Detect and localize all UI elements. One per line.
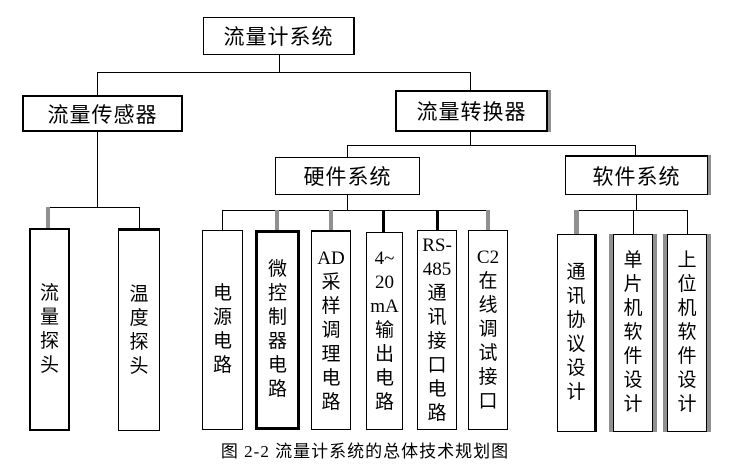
connector bbox=[275, 210, 279, 230]
node-label: 硬件系统 bbox=[303, 165, 392, 189]
node-mcu-circuit: 微 控 制 器 电 路 bbox=[255, 230, 300, 430]
node-flow-probe: 流 量 探 头 bbox=[29, 228, 70, 431]
connector bbox=[347, 145, 348, 157]
connector bbox=[470, 132, 471, 145]
node-flow-meter-system: 流量计系统 bbox=[203, 17, 355, 55]
node-label: 单 片 机 软 件 设 计 bbox=[623, 250, 643, 415]
node-c2-debug-interface: C2 在 线 调 试 接 口 bbox=[468, 230, 508, 430]
connector bbox=[329, 210, 333, 230]
node-label: 流量转换器 bbox=[416, 100, 527, 124]
connector bbox=[97, 132, 98, 207]
connector bbox=[382, 210, 385, 232]
node-temperature-probe: 温 度 探 头 bbox=[118, 228, 160, 431]
connector bbox=[97, 72, 471, 73]
node-label: 流量传感器 bbox=[47, 102, 158, 127]
node-label: 通 讯 协 议 设 计 bbox=[566, 262, 586, 403]
node-comm-protocol-design: 通 讯 协 议 设 计 bbox=[557, 234, 597, 432]
connector bbox=[279, 55, 280, 72]
node-label: AD 采 样 调 理 电 路 bbox=[317, 247, 345, 413]
connector bbox=[347, 195, 348, 210]
connector bbox=[46, 207, 140, 208]
connector bbox=[470, 72, 471, 90]
connector bbox=[486, 210, 490, 230]
connector bbox=[436, 210, 439, 230]
node-4-20ma-output-circuit: 4~ 20 mA 输 出 电 路 bbox=[366, 232, 403, 430]
node-label: 4~ 20 mA 输 出 电 路 bbox=[370, 248, 399, 413]
connector bbox=[46, 207, 50, 230]
node-flow-converter: 流量转换器 bbox=[395, 90, 548, 132]
node-label: 微 控 制 器 电 路 bbox=[267, 259, 287, 400]
connector bbox=[222, 210, 489, 211]
connector bbox=[139, 207, 140, 230]
node-hardware-system: 硬件系统 bbox=[275, 157, 420, 195]
node-host-software-design: 上 位 机 软 件 设 计 bbox=[667, 234, 707, 432]
node-flow-sensor: 流量传感器 bbox=[22, 95, 183, 132]
connector bbox=[633, 210, 634, 234]
node-label: 软件系统 bbox=[592, 164, 681, 189]
connector bbox=[97, 72, 98, 95]
node-mcu-software-design: 单 片 机 软 件 设 计 bbox=[613, 234, 653, 432]
connector bbox=[635, 145, 636, 155]
node-software-system: 软件系统 bbox=[565, 155, 708, 195]
node-label: C2 在 线 调 试 接 口 bbox=[476, 247, 500, 412]
node-label: 流 量 探 头 bbox=[39, 282, 59, 376]
node-label: 温 度 探 头 bbox=[129, 283, 149, 377]
connector bbox=[347, 145, 636, 146]
connector bbox=[222, 210, 223, 230]
node-label: 流量计系统 bbox=[223, 25, 334, 49]
node-label: RS- 485 通 讯 接 口 电 路 bbox=[422, 235, 452, 424]
node-label: 上 位 机 软 件 设 计 bbox=[677, 250, 697, 415]
node-power-circuit: 电 源 电 路 bbox=[202, 230, 243, 430]
node-label: 电 源 电 路 bbox=[212, 283, 232, 376]
figure-caption: 图 2-2 流量计系统的总体技术规划图 bbox=[220, 442, 510, 461]
connector bbox=[577, 210, 688, 211]
connector bbox=[687, 210, 688, 234]
node-rs485-interface-circuit: RS- 485 通 讯 接 口 电 路 bbox=[417, 230, 457, 430]
connector bbox=[574, 210, 579, 234]
connector bbox=[636, 195, 637, 210]
node-ad-sampling-circuit: AD 采 样 调 理 电 路 bbox=[311, 230, 351, 430]
